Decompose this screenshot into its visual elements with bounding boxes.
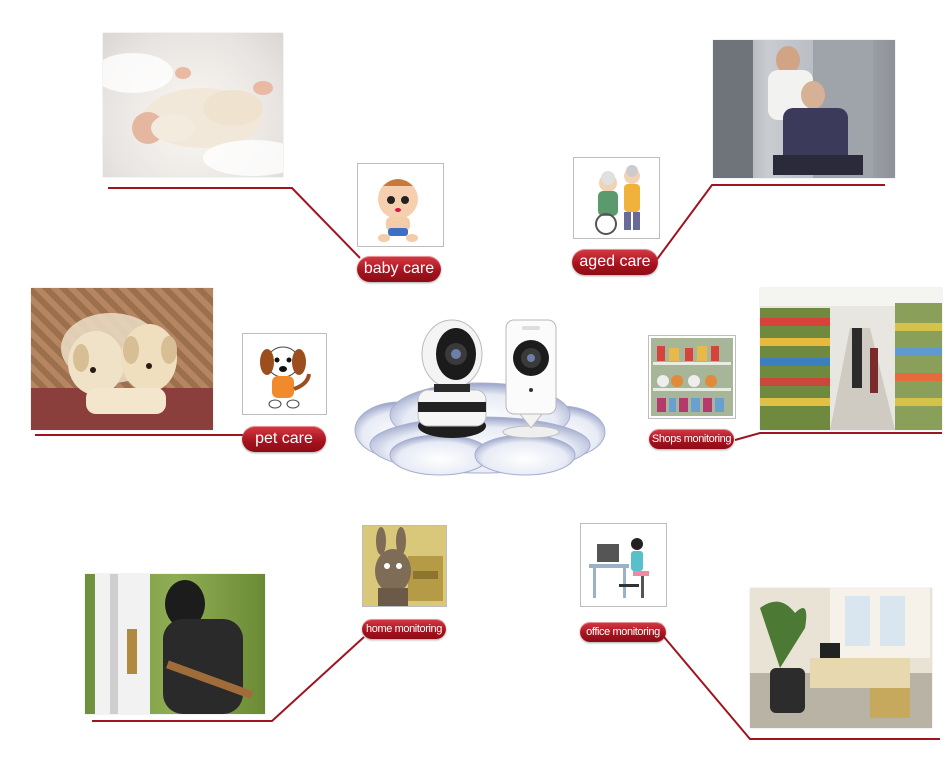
shops-connector (734, 432, 942, 441)
pan-tilt-camera-icon (417, 319, 487, 438)
baby-photo (103, 33, 283, 177)
baby-icon-card (357, 163, 444, 247)
baby-cartoon-icon (378, 179, 418, 242)
puppies-photo (31, 288, 213, 430)
shelf-cartoon-icon (651, 338, 733, 416)
shops-monitoring-label: Shops monitoring (649, 429, 734, 449)
aged-icon-card (573, 157, 660, 239)
home-connector (92, 636, 365, 722)
thief-bunny-icon (375, 527, 443, 606)
aged-care-label: aged care (572, 249, 658, 275)
office-icon-card (580, 523, 667, 607)
dog-cartoon-icon (260, 346, 311, 409)
aged-care-connector (654, 184, 885, 263)
pet-icon-card (242, 333, 327, 415)
supermarket-photo (760, 288, 942, 430)
shop-icon-card (648, 335, 736, 419)
burglar-photo (85, 574, 265, 714)
office-connector (663, 636, 940, 740)
baby-care-label: baby care (357, 256, 441, 282)
home-icon-card (362, 525, 447, 607)
wheelchair-cartoon-icon (595, 165, 640, 235)
cube-camera-icon (502, 319, 560, 439)
baby-care-connector (108, 187, 361, 259)
desk-worker-icon (589, 538, 649, 598)
office-monitoring-label: office monitoring (580, 622, 666, 642)
pet-care-label: pet care (242, 426, 326, 452)
office-photo (750, 588, 932, 728)
home-monitoring-label: home monitoring (362, 619, 446, 639)
elderly-photo (713, 40, 895, 178)
